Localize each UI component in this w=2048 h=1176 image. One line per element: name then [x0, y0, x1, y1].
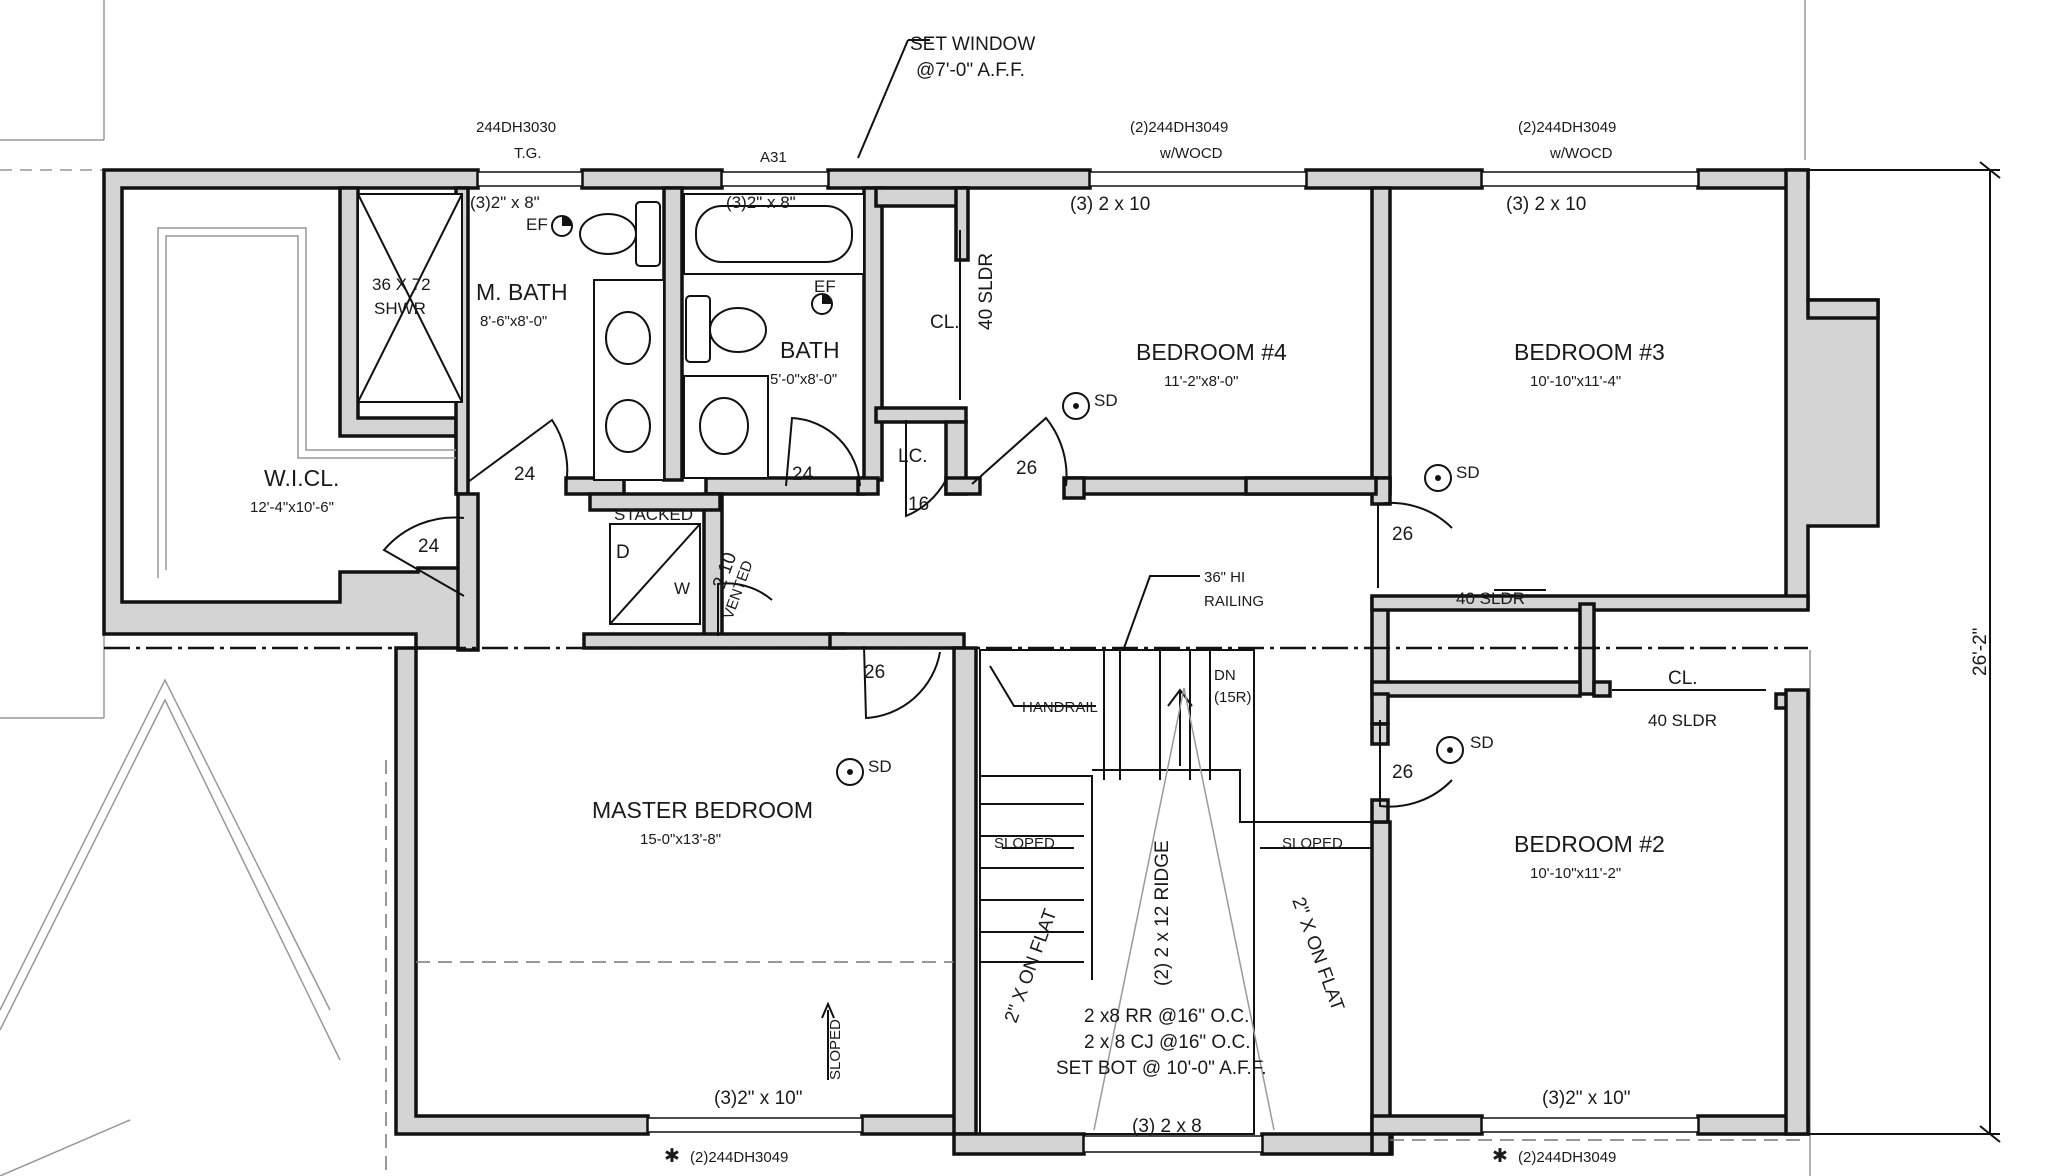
sloped-master: SLOPED	[827, 1019, 844, 1080]
room-dims-master: 15-0"x13'-8"	[640, 831, 721, 848]
room-dims-bed3: 10'-10"x11'-4"	[1530, 373, 1621, 390]
railing-label-2: RAILING	[1204, 593, 1264, 610]
flat-right: 2" X ON FLAT	[1287, 895, 1348, 1015]
header-bath: (3)2" x 8"	[726, 193, 796, 212]
door-mbath: 24	[514, 464, 536, 485]
star-master: ✱	[664, 1146, 680, 1167]
ridge-label: (2) 2 x 12 RIDGE	[1152, 840, 1173, 986]
railing-label-1: 36" HI	[1204, 569, 1245, 586]
stair-dn-1: DN	[1214, 667, 1236, 684]
room-dims-bath: 5'-0"x8'-0"	[770, 371, 837, 388]
room-name-wicl: W.I.CL.	[264, 465, 339, 491]
windows	[477, 171, 1699, 1153]
shower	[357, 193, 463, 403]
ef-label-mbath: EF	[526, 215, 548, 234]
mbath-fixtures	[551, 201, 665, 481]
window-tag-bed3: (2)244DH3049	[1518, 119, 1616, 136]
closet-shelf	[157, 227, 456, 578]
stacked-label: STACKED	[614, 505, 693, 524]
room-dims-bed2: 10'-10"x11'-2"	[1530, 865, 1621, 882]
shower-label-2: SHWR	[374, 299, 426, 318]
room-dims-wicl: 12'-4"x10'-6"	[250, 499, 334, 516]
flat-left: 2" X ON FLAT	[1001, 906, 1062, 1026]
door-master: 26	[864, 662, 885, 683]
window-tag-master: (2)244DH3049	[690, 1149, 788, 1166]
smoke-label-bed2: SD	[1470, 733, 1494, 752]
stair-note-3: SET BOT @ 10'-0" A.F.F.	[1056, 1058, 1267, 1079]
window-sub-mbath: T.G.	[514, 145, 542, 162]
window-sub-bed3: w/WOCD	[1549, 145, 1613, 162]
header-bed4: (3) 2 x 10	[1070, 194, 1150, 215]
smoke-label-master: SD	[868, 757, 892, 776]
room-name-bed2: BEDROOM #2	[1514, 831, 1665, 857]
window-master	[647, 1117, 863, 1133]
laundry	[609, 523, 701, 625]
window-sub-bed4: w/WOCD	[1159, 145, 1223, 162]
closet-label-hall: CL.	[1668, 668, 1698, 689]
window-tag-bed4: (2)244DH3049	[1130, 119, 1228, 136]
star-bed2: ✱	[1492, 1146, 1508, 1167]
sloped-right: SLOPED	[1282, 835, 1343, 852]
header-mbath: (3)2" x 8"	[470, 193, 540, 212]
door-wicl: 24	[418, 536, 440, 557]
room-name-bed3: BEDROOM #3	[1514, 339, 1665, 365]
room-dims-bed4: 11'-2"x8'-0"	[1164, 373, 1238, 390]
room-name-mbath: M. BATH	[476, 279, 568, 305]
door-swings	[382, 416, 1453, 808]
handrail-label: HANDRAIL	[1022, 699, 1098, 716]
window-stair	[1083, 1135, 1263, 1153]
stairs	[979, 649, 1372, 1135]
window-bed4	[1089, 171, 1307, 187]
window-bed3	[1481, 171, 1699, 187]
ef-label-bath: EF	[814, 277, 836, 296]
walls	[102, 168, 1880, 1156]
overall-dimension: 26'-2"	[1970, 628, 1991, 676]
leaders	[821, 39, 2001, 1143]
header-bed2: (3)2" x 10"	[1542, 1088, 1630, 1109]
window-note-line1: SET WINDOW	[910, 34, 1035, 55]
smoke-label-bed3: SD	[1456, 463, 1480, 482]
door-bed4: 26	[1016, 458, 1037, 479]
slider-hall-closet: 40 SLDR	[1456, 589, 1525, 608]
sloped-left: SLOPED	[994, 835, 1055, 852]
door-bed3: 26	[1392, 524, 1413, 545]
door-bath: 24	[792, 464, 814, 485]
bath-fixtures	[683, 193, 865, 479]
window-tag-mbath: 244DH3030	[476, 119, 556, 136]
room-name-bath: BATH	[780, 337, 840, 363]
header-master: (3)2" x 10"	[714, 1088, 802, 1109]
lc-label: LC.	[898, 446, 928, 467]
closet-label-bed4: CL.	[930, 312, 960, 333]
stair-dn-2: (15R)	[1214, 689, 1252, 706]
room-name-bed4: BEDROOM #4	[1136, 339, 1287, 365]
door-lc: 16	[908, 494, 929, 515]
window-bath	[721, 171, 829, 187]
window-tag-bath: A31	[760, 149, 787, 166]
stair-note-2: 2 x 8 CJ @16" O.C.	[1084, 1032, 1250, 1053]
slider-bed2-closet: 40 SLDR	[1648, 711, 1717, 730]
window-bed2	[1481, 1117, 1699, 1133]
stair-note-1: 2 x8 RR @16" O.C.	[1084, 1006, 1249, 1027]
shower-label-1: 36 X 72	[372, 275, 431, 294]
window-note-line2: @7'-0" A.F.F.	[916, 60, 1025, 81]
slider-bed4-closet: 40 SLDR	[976, 253, 997, 330]
closet-shelf-inner	[165, 235, 456, 570]
room-dims-mbath: 8'-6"x8'-0"	[480, 313, 547, 330]
header-bed3: (3) 2 x 10	[1506, 194, 1586, 215]
smoke-label-bed4: SD	[1094, 391, 1118, 410]
dryer-label: D	[616, 542, 630, 563]
room-name-master: MASTER BEDROOM	[592, 797, 813, 823]
window-tag-bed2: (2)244DH3049	[1518, 1149, 1616, 1166]
header-stair: (3) 2 x 8	[1132, 1116, 1202, 1137]
window-mbath	[477, 171, 583, 187]
smoke-detectors	[836, 392, 1464, 786]
washer-label: W	[674, 579, 690, 598]
door-bed2: 26	[1392, 762, 1413, 783]
